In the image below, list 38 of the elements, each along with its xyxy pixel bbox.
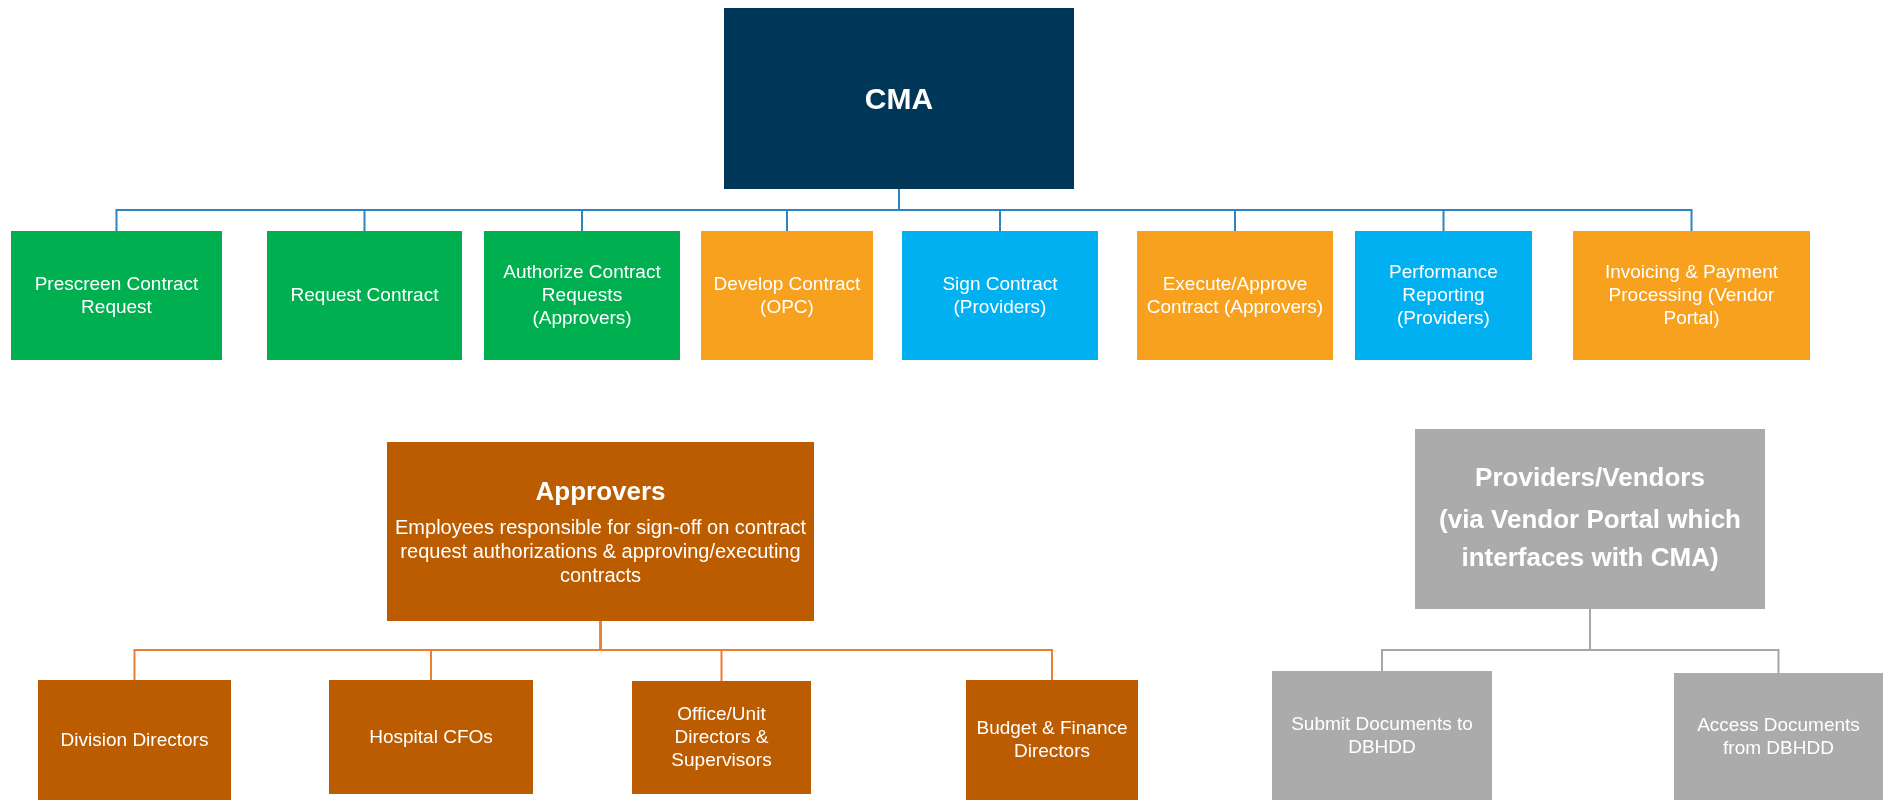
box-label: Division Directors [60,728,209,752]
box-label: Authorize Contract Requests (Approvers) [502,261,662,330]
box-label: Request Contract [290,284,439,307]
box-title: Providers/Vendors [1475,461,1705,493]
process-box [484,231,680,360]
box-label: Performance Reporting (Providers) [1388,261,1499,330]
process-box [1137,231,1333,360]
box-label: Prescreen Contract Request [33,272,200,319]
box-description: Employees responsible for sign-off on contract request authorizations & approving/executing contracts [394,515,807,588]
box-label: Hospital CFOs [369,725,493,749]
process-box [902,231,1098,360]
process-box [1674,673,1883,800]
header-box [387,442,814,621]
connector-line [599,620,1053,681]
box-label: Execute/Approve Contract (Approvers) [1145,272,1325,319]
box-description: (via Vendor Portal which interfaces with CMA) [1438,502,1742,574]
process-box [11,231,222,360]
box-label: Develop Contract (OPC) [712,272,862,319]
process-box [632,681,811,794]
process-box [1573,231,1810,360]
connector-line [1589,608,1780,674]
box-label: Invoicing & Payment Processing (Vendor Portal) [1603,261,1780,330]
header-box [1415,429,1765,609]
process-box [966,680,1138,800]
process-box [329,680,533,794]
box-label: Access Documents from DBHDD [1696,713,1861,760]
box-title: Approvers [535,475,666,508]
process-box [267,231,462,360]
box-label: Submit Documents to DBHDD [1290,712,1474,759]
box-title: CMA [864,80,934,117]
box-label: Budget & Finance Directors [975,717,1129,763]
header-box [724,8,1074,189]
process-box [1272,671,1492,800]
process-box [38,680,231,800]
box-label: Sign Contract (Providers) [941,272,1059,319]
box-label: Office/Unit Directors & Supervisors [670,703,773,772]
process-box [1355,231,1532,360]
process-box [701,231,873,360]
